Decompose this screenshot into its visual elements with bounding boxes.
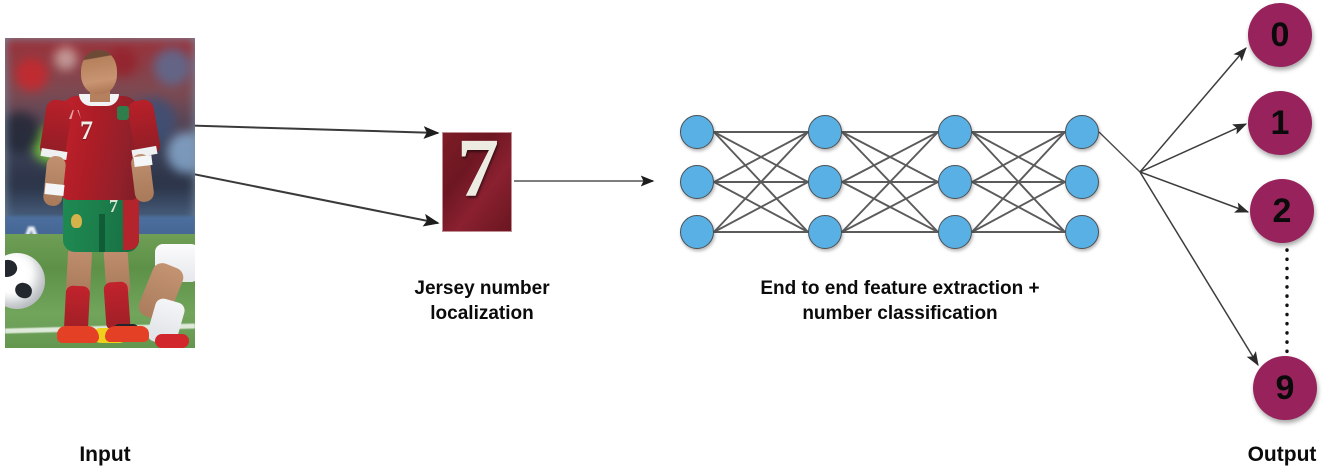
photo-jersey-number: 7: [80, 116, 93, 145]
nn-node-l2-3: [808, 215, 842, 249]
network-caption-line1: End to end feature extraction +: [760, 278, 1040, 299]
photo-player-wristband-left: [44, 183, 65, 196]
input-label: Input: [79, 443, 131, 466]
network-edges: [713, 131, 1066, 233]
photo-player-boot-left: [57, 326, 99, 343]
photo-jersey-badge: [117, 106, 129, 120]
localization-caption: Jersey number localization: [357, 276, 607, 326]
jersey-number-crop: 7: [442, 132, 512, 232]
photo-player-head: [81, 50, 117, 94]
input-photo: A 7 7: [5, 38, 195, 348]
edge-network-to-fan-origin: [1098, 131, 1141, 173]
photo-shorts-number: 7: [109, 196, 118, 216]
photo-opponent-boot: [155, 334, 189, 348]
network-caption-line2: number classification: [802, 303, 998, 325]
nn-node-l1-1: [680, 115, 714, 149]
localization-caption-line2: localization: [430, 303, 534, 325]
crop-digit: 7: [457, 132, 499, 215]
output-node-2: 2: [1250, 179, 1314, 243]
photo-player-shorts-split: [99, 214, 105, 252]
output-node-0: 0: [1248, 3, 1312, 67]
localization-caption-line1: Jersey number: [414, 278, 550, 299]
nn-node-l3-1: [938, 115, 972, 149]
arrows-to-output: [1139, 47, 1259, 367]
photo-player-shorts-stripe: [123, 192, 139, 250]
nn-node-l4-3: [1065, 215, 1099, 249]
nn-node-l2-2: [808, 165, 842, 199]
photo-shorts-crest: [71, 214, 82, 228]
output-label: Output: [1247, 443, 1317, 466]
output-node-1: 1: [1248, 91, 1312, 155]
nn-node-l3-2: [938, 165, 972, 199]
nn-node-l4-1: [1065, 115, 1099, 149]
nn-node-l3-3: [938, 215, 972, 249]
nn-node-l2-1: [808, 115, 842, 149]
output-node-9: 9: [1253, 356, 1317, 420]
network-caption: End to end feature extraction + number c…: [680, 276, 1120, 326]
nn-node-l1-2: [680, 165, 714, 199]
photo-player-boot-right: [105, 326, 149, 342]
nn-node-l1-3: [680, 215, 714, 249]
nn-node-l4-2: [1065, 165, 1099, 199]
